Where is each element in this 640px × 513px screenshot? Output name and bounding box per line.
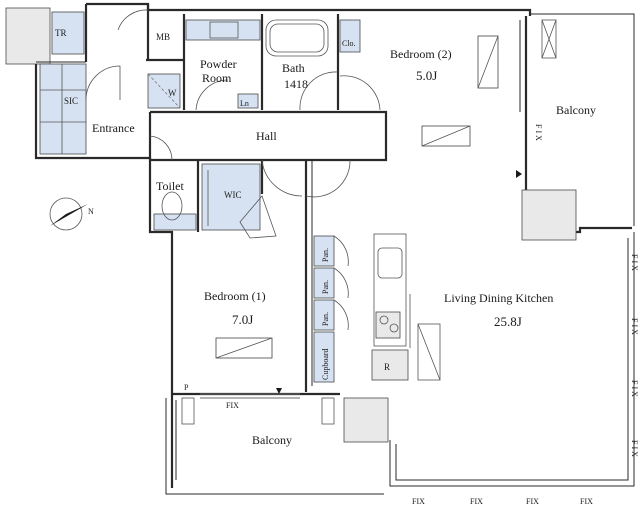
fix-bottom-4: FIX [580, 497, 593, 506]
fix-bottom-bedroom: FIX [226, 401, 239, 410]
tr-area [5, 7, 85, 65]
clo-label: Clo. [342, 39, 356, 48]
ldk-label: Living Dining Kitchen [444, 291, 553, 305]
sic-label: SIC [64, 96, 78, 106]
triangle-marker-icon [516, 170, 522, 178]
powder-room-label-2: Room [202, 71, 232, 85]
cupboard-label: Cupboard [321, 348, 330, 380]
fix-bottom-1: FIX [412, 497, 425, 506]
fix-bottom-2: FIX [470, 497, 483, 506]
bath-size-label: 1418 [284, 77, 308, 91]
walls [34, 2, 635, 495]
mb-label: MB [156, 32, 170, 42]
ln-label: Ln [240, 99, 249, 108]
pan-label-2: Pan. [321, 280, 330, 294]
toilet-label: Toilet [156, 179, 184, 193]
fix-bottom-3: FIX [526, 497, 539, 506]
entrance-label: Entrance [92, 121, 135, 135]
svg-text:N: N [88, 207, 94, 216]
bedroom2-label: Bedroom (2) [390, 47, 452, 61]
fix-windows [181, 35, 499, 425]
pan-label-1: Pan. [321, 248, 330, 262]
bath-label: Bath [282, 61, 305, 75]
r-label: R [384, 362, 390, 372]
fix-side-4: F I X [630, 440, 639, 457]
fix-side-2: F I X [630, 318, 639, 335]
compass-north-arrow-icon: N [49, 197, 94, 231]
kitchen-counter [343, 233, 441, 443]
powder-room-label-1: Powder [200, 57, 237, 71]
sic-storage [39, 63, 87, 155]
bedroom1-label: Bedroom (1) [204, 289, 266, 303]
balcony-top-area [521, 13, 635, 241]
tr-label: TR [55, 28, 67, 38]
w-label: W [168, 88, 177, 98]
balcony-top-label: Balcony [556, 103, 596, 117]
wic-label: WIC [224, 190, 242, 200]
ldk-size: 25.8J [494, 314, 522, 329]
pan-label-3: Pan. [321, 312, 330, 326]
p-label: P [184, 383, 189, 392]
triangle-marker-icon [276, 388, 282, 394]
pantry-column [313, 235, 349, 383]
fix-right-top: F I X [534, 124, 543, 141]
fix-side-3: F I X [630, 380, 639, 397]
hall-label: Hall [256, 129, 277, 143]
wet-areas [147, 19, 361, 109]
door-swings [85, 9, 381, 198]
bedroom1-size: 7.0J [232, 312, 253, 327]
bedroom2-size: 5.0J [416, 68, 437, 83]
fix-side-1: F I X [630, 254, 639, 271]
balcony-bottom-label: Balcony [252, 433, 292, 447]
toilet-wic [153, 163, 277, 239]
